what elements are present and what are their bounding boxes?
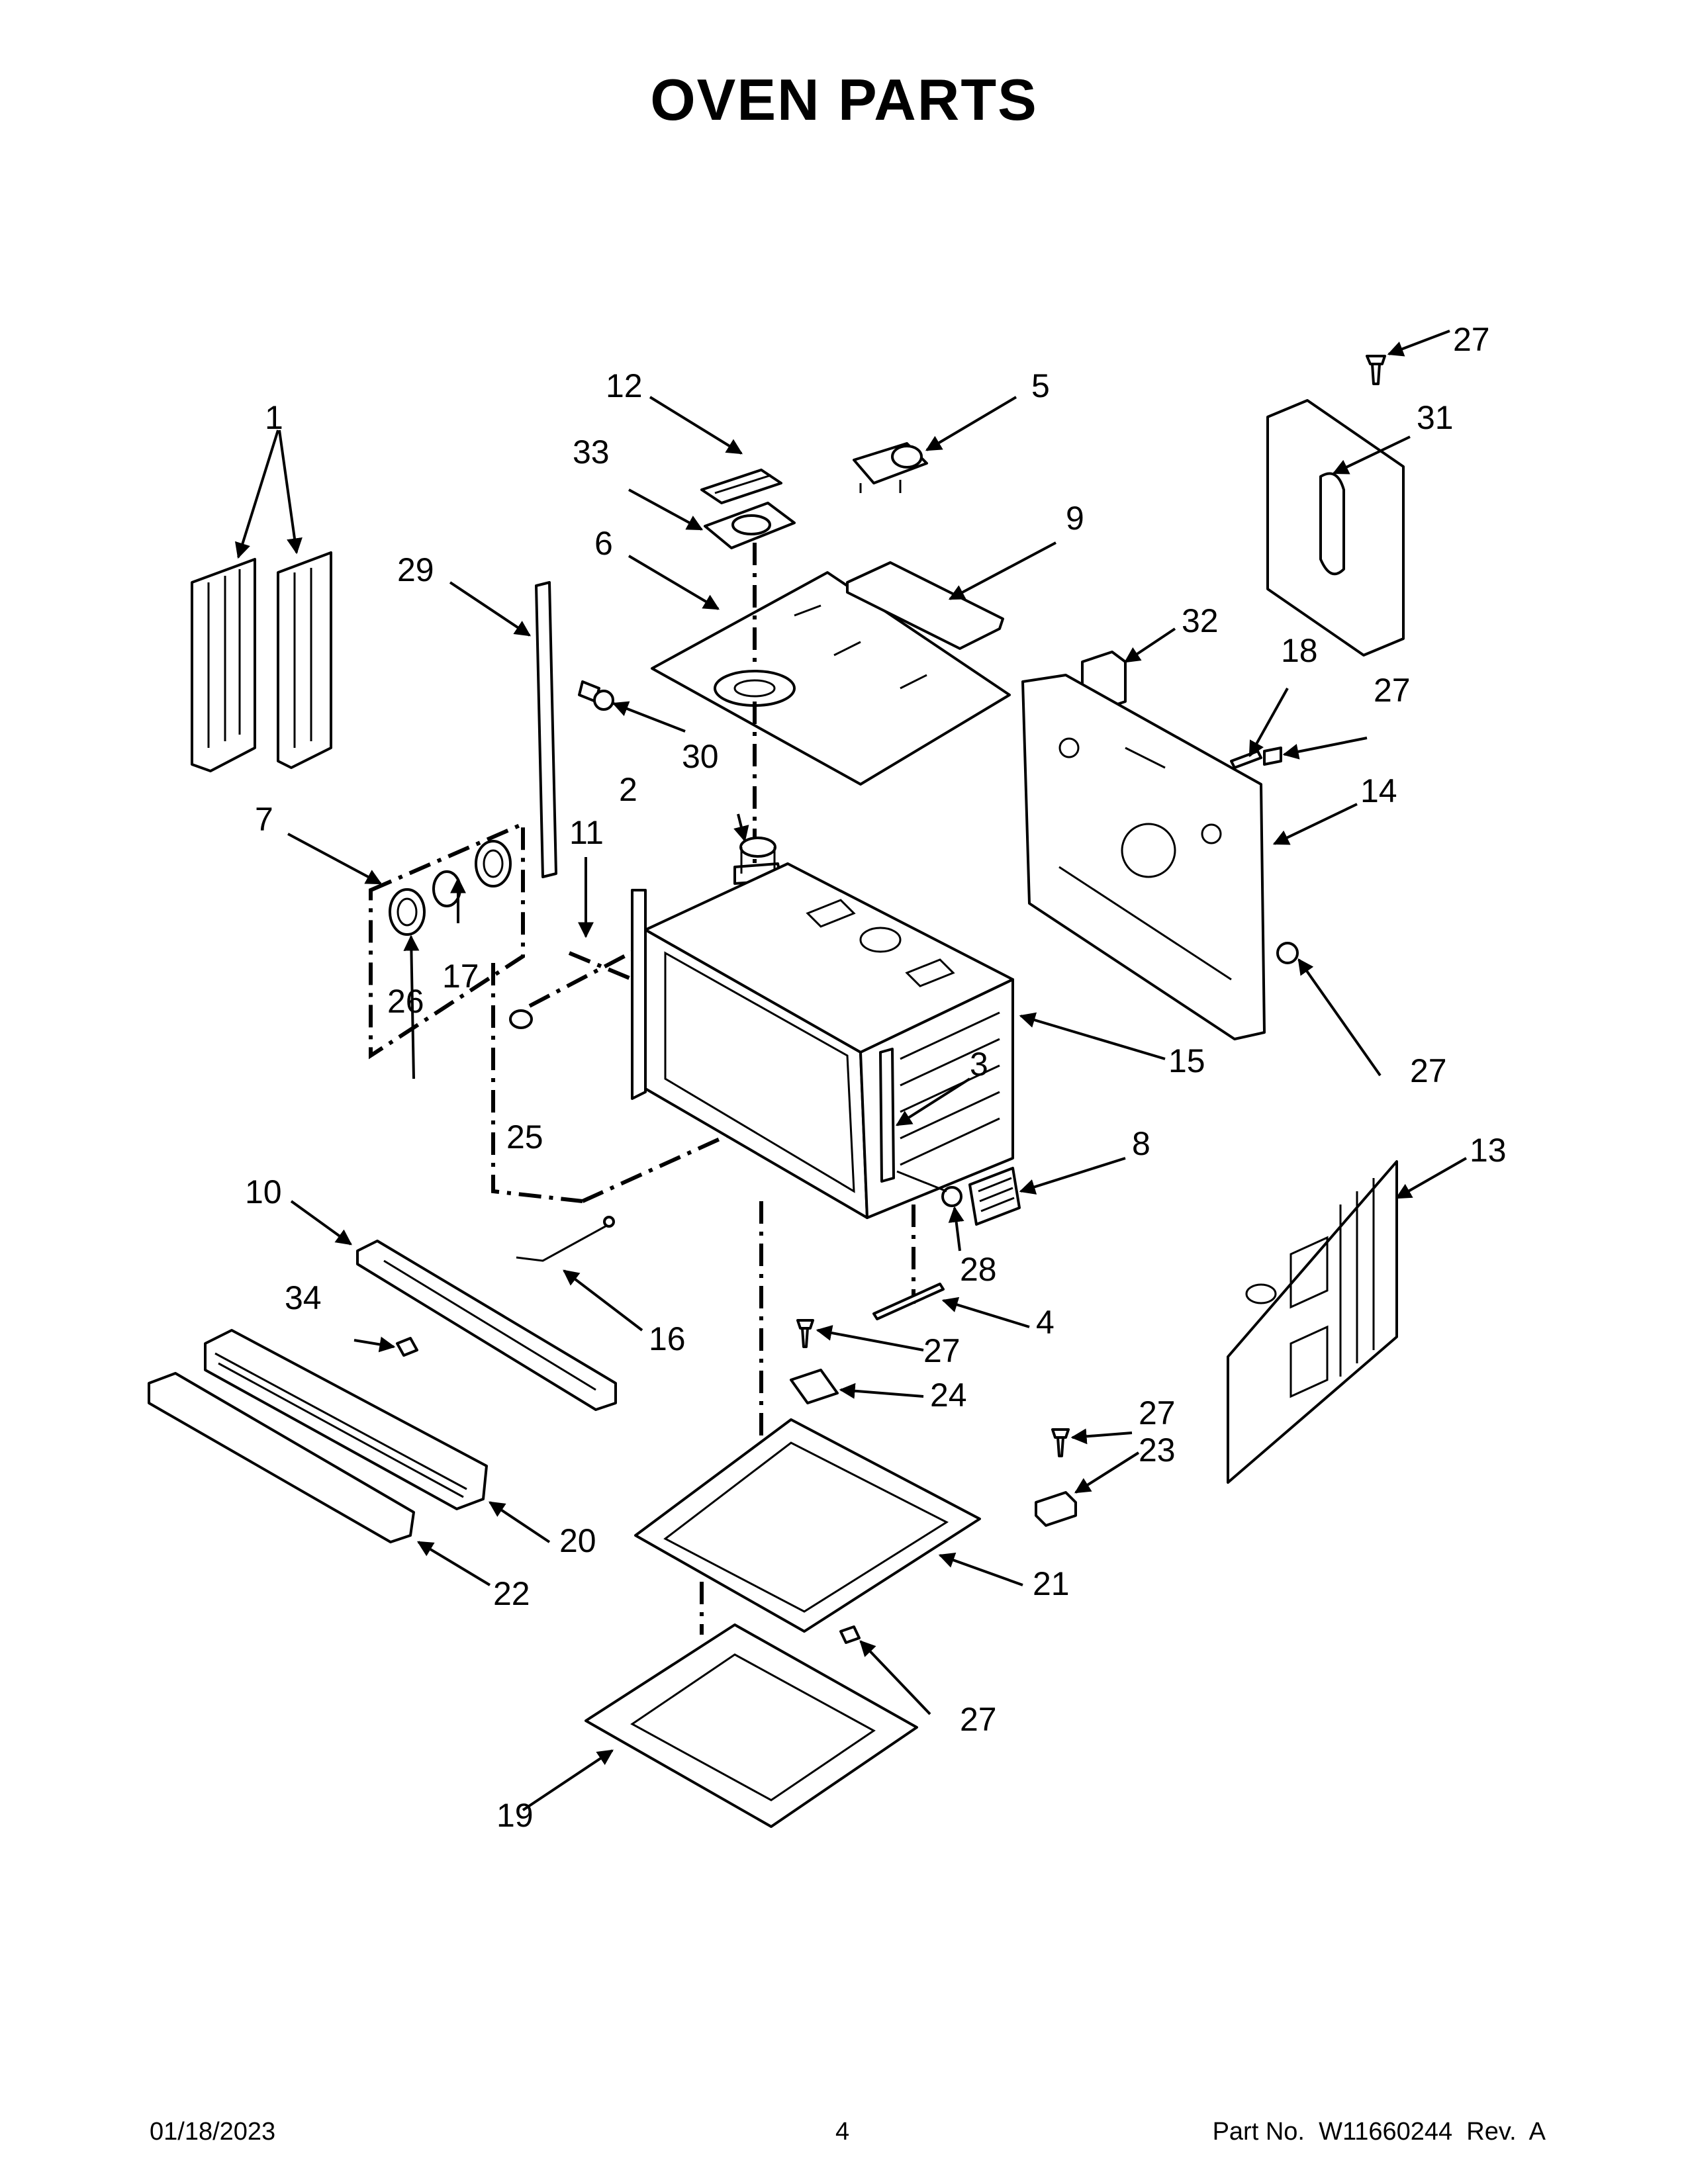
part-27-screw-top: [1366, 355, 1386, 385]
callout-30: 30: [682, 738, 719, 775]
part-22-trim: [148, 1372, 415, 1543]
part-24-bracket: [790, 1369, 839, 1404]
callout-26: 26: [387, 983, 424, 1020]
part-8-vent: [968, 1167, 1021, 1226]
callout-labels: 1 2 3 4 5 6 7 8 9 10 11 12 13 14 15 16 1…: [245, 321, 1507, 1834]
callout-27-e: 27: [1139, 1394, 1176, 1432]
callout-27-d: 27: [923, 1332, 961, 1369]
callout-25: 25: [506, 1118, 543, 1156]
part-28-screw: [896, 1170, 962, 1207]
callout-24: 24: [930, 1377, 967, 1414]
callout-4: 4: [1036, 1304, 1055, 1341]
callout-22: 22: [493, 1575, 530, 1612]
part-29-strip: [535, 581, 557, 878]
callout-19: 19: [496, 1797, 534, 1834]
callout-28: 28: [960, 1251, 997, 1288]
part-18-clip: [1230, 750, 1262, 769]
part-4-rod: [872, 1283, 945, 1320]
callout-11: 11: [569, 814, 604, 851]
leader-arrows: [234, 330, 1467, 1811]
callout-6: 6: [594, 525, 613, 562]
callout-31: 31: [1417, 399, 1454, 436]
part-13-side-panel: [1227, 1160, 1398, 1484]
part-14-rear-wall: [1021, 674, 1266, 1040]
part-15-oven-cavity: [631, 862, 1014, 1219]
callout-23: 23: [1139, 1432, 1176, 1469]
callout-34: 34: [285, 1279, 322, 1316]
part-7-assembly-group: [369, 821, 525, 1060]
callout-17: 17: [442, 958, 479, 995]
callout-33: 33: [573, 433, 610, 471]
callout-29: 29: [397, 551, 434, 588]
part-1-side-panels: [191, 551, 332, 772]
part-21-frame: [634, 1418, 981, 1633]
part-6-top-panel: [651, 571, 1011, 786]
part-27-screw-right: [1263, 747, 1299, 964]
part-25-bushing: [509, 1009, 533, 1029]
part-19-pan: [585, 1623, 918, 1828]
callout-8: 8: [1132, 1125, 1150, 1162]
part-3-part: [879, 1048, 895, 1183]
callout-5: 5: [1031, 367, 1050, 404]
part-33-bracket: [704, 502, 796, 549]
part-27-screw-21: [839, 1625, 861, 1644]
part-12-cover: [700, 469, 782, 504]
callout-27-b: 27: [1374, 672, 1411, 709]
footer-date: 01/18/2023: [150, 2118, 276, 2146]
callout-1: 1: [265, 399, 283, 436]
callout-18: 18: [1281, 632, 1318, 669]
callout-16: 16: [649, 1320, 686, 1357]
footer-page-number: 4: [835, 2118, 850, 2146]
callout-14: 14: [1360, 772, 1397, 809]
callout-32: 32: [1182, 602, 1219, 639]
part-27-screw-23: [1051, 1428, 1070, 1457]
callout-13: 13: [1470, 1132, 1507, 1169]
part-30-screw: [578, 680, 614, 711]
page-title: OVEN PARTS: [650, 67, 1038, 132]
part-9-shield: [846, 561, 1004, 650]
part-23-bracket: [1035, 1491, 1077, 1527]
part-34-screw: [396, 1337, 418, 1357]
callout-3: 3: [970, 1046, 988, 1083]
callout-15: 15: [1168, 1042, 1205, 1079]
part-27-screw-24: [796, 1319, 814, 1348]
part-31-rear-panel: [1266, 399, 1405, 657]
part-10-trim: [356, 1240, 617, 1411]
callout-20: 20: [559, 1522, 596, 1559]
callout-10: 10: [245, 1173, 282, 1210]
part-16-wire: [516, 1216, 615, 1262]
callout-12: 12: [606, 367, 643, 404]
part-5-switch: [853, 442, 928, 493]
callout-2: 2: [619, 771, 637, 808]
callout-27-c: 27: [1410, 1052, 1447, 1089]
callout-9: 9: [1066, 500, 1084, 537]
callout-7: 7: [255, 801, 273, 838]
callout-27-f: 27: [960, 1701, 997, 1738]
part-20-vent: [204, 1329, 488, 1510]
callout-27-a: 27: [1453, 321, 1490, 358]
callout-21: 21: [1033, 1565, 1070, 1602]
footer-part-number: Part No. W11660244 Rev. A: [1212, 2118, 1546, 2146]
